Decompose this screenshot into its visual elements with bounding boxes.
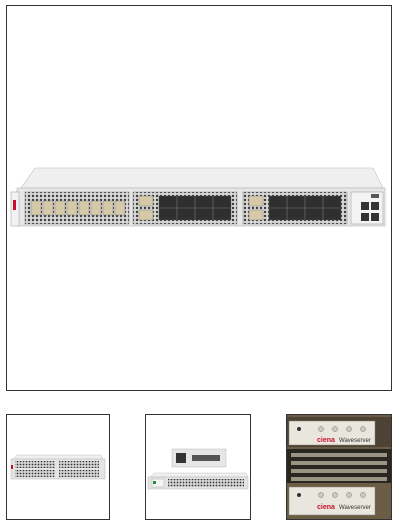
qsfp-ports-module-2	[138, 195, 232, 221]
product-label-bottom: Waveserver	[339, 505, 371, 511]
waveserver-rack-thumbnail: ciena Waveserver ciena Waveserver	[287, 415, 391, 519]
sfp-ports-module-1	[30, 200, 126, 216]
waveserver-2u-thumbnail	[10, 454, 106, 480]
waveserver-front-panel-illustration	[10, 167, 386, 227]
thumbnail-1[interactable]	[6, 414, 110, 520]
management-ports	[361, 194, 379, 221]
brand-label-bottom: ciena	[317, 504, 335, 511]
thumbnail-2[interactable]	[145, 414, 251, 520]
waveserver-1u-thumbnail	[147, 448, 249, 490]
brand-label-top: ciena	[317, 437, 335, 444]
main-product-image	[6, 5, 392, 391]
thumbnail-3[interactable]: ciena Waveserver ciena Waveserver	[286, 414, 392, 520]
qsfp-ports-module-3	[248, 195, 342, 221]
product-label-top: Waveserver	[339, 438, 371, 444]
